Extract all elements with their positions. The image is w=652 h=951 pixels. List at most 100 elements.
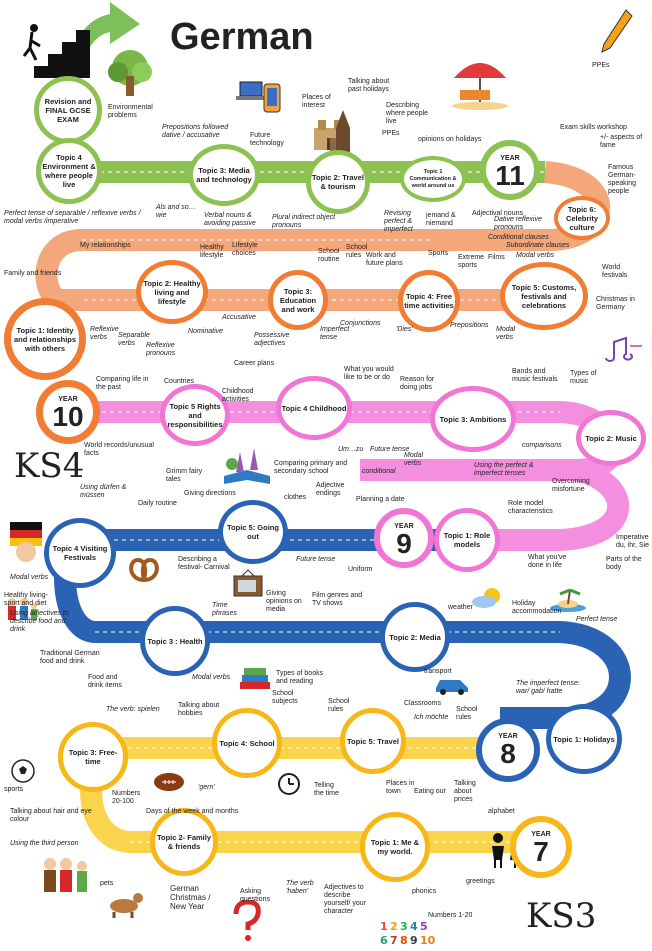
label: Conjunctions — [340, 320, 381, 327]
label: Film genres and TV shows — [312, 592, 363, 607]
church-icon — [330, 110, 350, 156]
label: Telling the time — [314, 782, 339, 797]
label: Food and drink items — [88, 674, 122, 689]
label: Numbers 1-20 — [428, 912, 473, 919]
label: Classrooms — [404, 700, 441, 707]
label: Time phrases — [212, 602, 237, 617]
topic-circle: Topic 1 Communication & world around us — [400, 156, 466, 202]
label: Dative reflexive pronouns — [494, 216, 542, 231]
label: Environmental problems — [108, 104, 153, 119]
people-icon — [44, 858, 87, 892]
storybook-icon — [224, 448, 270, 484]
svg-text:4: 4 — [410, 920, 418, 933]
label: Reason for doing jobs — [400, 376, 435, 391]
label: Extreme sports — [458, 254, 485, 269]
label: The verb 'haben' — [286, 880, 314, 895]
topic-circle: Topic 5 Rights and responsibilities — [160, 384, 230, 446]
label: greetings — [466, 878, 495, 885]
topic-circle: Topic 1: Identity and relationships with… — [4, 298, 86, 380]
books-icon — [240, 668, 270, 689]
label: Describing where people live — [386, 102, 429, 125]
label: Days of the week and months — [146, 808, 239, 815]
topic-circle: Topic 3: Education and work — [268, 270, 328, 330]
label: Career plans — [234, 360, 275, 367]
label: German Christmas / New Year — [170, 884, 211, 911]
label: Types of books and reading — [276, 670, 324, 685]
label: Healthy lifestyle — [200, 244, 224, 259]
label: The verb: spielen — [106, 706, 160, 713]
topic-circle: Topic 1: Role models — [434, 508, 500, 572]
label: Perfect tense of separable / reflexive v… — [4, 210, 141, 225]
label: World festivals — [602, 264, 628, 279]
key-stage-ks4: KS4 — [14, 446, 85, 486]
label: Using dürfen & müssen — [80, 484, 127, 499]
road-orange — [35, 161, 611, 311]
topic-circle: Topic 2: Media — [380, 602, 450, 672]
topic-circle: Topic 2: Healthy living and lifestyle — [136, 260, 208, 324]
label: pets — [100, 880, 114, 887]
family-icon — [8, 598, 37, 620]
label: Verbal nouns & avoiding passive — [204, 212, 256, 227]
label: Perfect tense — [576, 616, 618, 623]
label: Planning a date — [356, 496, 405, 503]
number-blocks-icon: 1 2 3 4 5 6 7 8 9 10 — [380, 920, 436, 947]
beach-icon — [452, 63, 508, 110]
label: Numbers 20-100 — [112, 790, 141, 805]
label: jemand & niemand — [426, 212, 456, 227]
label: Lifestyle choices — [232, 242, 258, 257]
football-icon — [154, 773, 184, 791]
label: Separable verbs — [118, 332, 150, 347]
label: opinions on holidays — [418, 136, 482, 143]
label: Nominative — [188, 328, 224, 335]
label: Modal verbs — [516, 252, 555, 259]
label: Films — [488, 254, 505, 261]
label: Work and future plans — [366, 252, 403, 267]
svg-text:10: 10 — [420, 934, 436, 947]
label: Accusative — [222, 314, 256, 321]
label: Using adjectives to describe food and dr… — [10, 610, 69, 633]
svg-text:7: 7 — [390, 934, 398, 947]
label: Asking questions — [240, 888, 270, 903]
topic-circle: Topic 4: School — [212, 708, 282, 778]
topic-circle: Topic 2: Music — [576, 410, 646, 466]
svg-text:2: 2 — [390, 920, 398, 933]
topic-circle: Topic 1: Holidays — [546, 704, 622, 774]
label: Imperfect tense — [320, 326, 350, 341]
label: Giving directions — [184, 490, 236, 497]
pretzel-icon — [129, 557, 159, 583]
label: +/- aspects of fame — [600, 134, 643, 149]
svg-text:5: 5 — [420, 920, 428, 933]
svg-text:3: 3 — [400, 920, 408, 933]
label: Comparing primary and secondary school — [274, 460, 348, 475]
label: What you would like to be or do — [344, 366, 394, 381]
label: Talking about prices — [454, 780, 476, 803]
label: Subordinate clauses — [506, 242, 570, 249]
phone-icon — [263, 83, 281, 113]
label: PPEs — [592, 62, 610, 69]
tree-icon — [108, 50, 152, 96]
label: Eating out — [414, 788, 446, 795]
label: conditional — [362, 468, 396, 475]
label: Family and friends — [4, 270, 62, 277]
label: Holiday accommodation — [512, 600, 562, 615]
label: Modal verbs — [192, 674, 231, 681]
label: PPEs — [382, 130, 400, 137]
label: Adjective endings — [316, 482, 345, 497]
topic-circle: Topic 3: Free-time — [58, 722, 128, 792]
topic-circle: Topic 5: Travel — [340, 708, 406, 774]
question-mark-icon — [233, 900, 261, 941]
label: Reflexive pronouns — [146, 342, 176, 357]
topic-circle: Topic 1: Me & my world. — [360, 812, 430, 882]
label: Overcoming misfortune — [552, 478, 590, 493]
topic-circle: Topic 2- Family & friends — [150, 808, 218, 876]
topic-circle: Topic 3: Ambitions — [430, 386, 516, 452]
label: Revising perfect & imperfect — [384, 210, 413, 233]
label: Describing a festival- Carnival — [178, 556, 230, 571]
label: weather — [448, 604, 473, 611]
label: Places of interest — [302, 94, 331, 109]
label: Future technology — [250, 132, 284, 147]
